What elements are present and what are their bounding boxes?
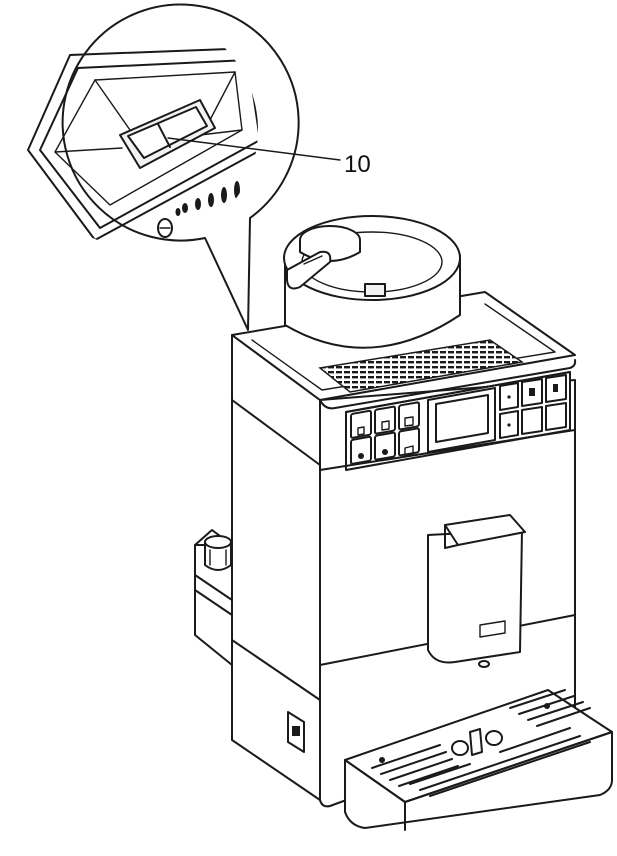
drip-tray: [344, 689, 613, 831]
display-screen: [427, 387, 496, 453]
left-buttons: [350, 401, 420, 465]
top-vent-grille: [318, 339, 524, 393]
hopper-lid-handle[interactable]: [286, 225, 361, 290]
right-buttons: [499, 374, 567, 439]
grind-scale: [175, 181, 240, 216]
power-switch[interactable]: [287, 711, 305, 753]
drip-tray-grate: [371, 689, 591, 797]
drip-tray-logo: [451, 728, 503, 756]
button-icons: [357, 416, 414, 459]
callout-label: 10: [344, 151, 371, 178]
callout-leader-line: [167, 137, 341, 161]
lock-symbol-icon: [157, 218, 173, 238]
coffee-spout: [427, 514, 526, 668]
control-panel: [345, 371, 571, 471]
water-tank-cap: [204, 535, 232, 571]
bean-hopper: [283, 215, 461, 349]
grind-selector-icon: [119, 99, 216, 169]
detail-magnifier: [27, 3, 300, 331]
coffee-machine: [194, 215, 613, 831]
